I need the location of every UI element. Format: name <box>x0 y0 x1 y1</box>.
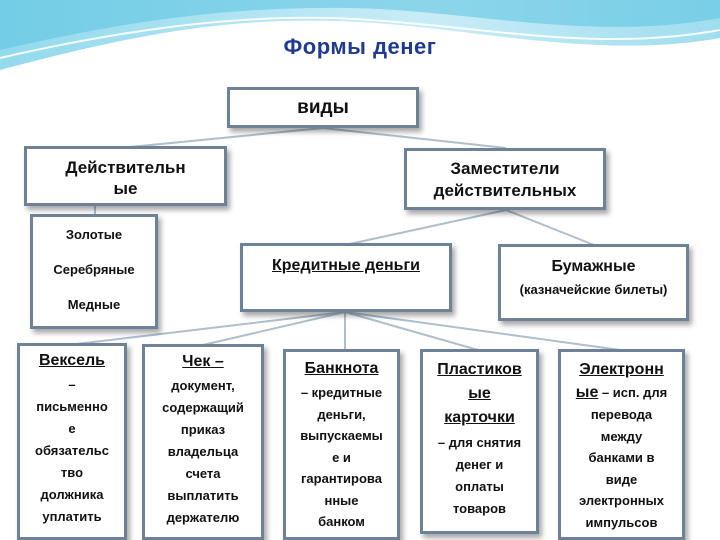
card-bill-of-exchange-line: письменно <box>36 399 108 414</box>
card-plastic-cards-head-line3: карточки <box>444 409 515 426</box>
card-electronic-money: Электронн ые – исп. для перевода между б… <box>558 349 685 540</box>
types-root-box: виды <box>227 87 419 128</box>
card-bill-of-exchange-line: – <box>68 377 76 392</box>
card-electronic-money-line: между <box>600 428 643 444</box>
card-bill-of-exchange-line: обязательс <box>35 443 109 458</box>
card-electronic-money-line: импульсов <box>585 514 658 530</box>
card-electronic-money-line: электронных <box>579 493 664 508</box>
card-cheque-head: Чек – <box>182 353 224 370</box>
card-cheque-line: владельца <box>167 444 239 459</box>
card-plastic-cards: Пластиков ые карточки – для снятия денег… <box>420 349 539 534</box>
card-plastic-cards-line: оплаты <box>455 479 504 494</box>
real-money-label-line1: Действительн <box>65 158 186 177</box>
card-cheque-line: приказ <box>180 422 226 437</box>
card-banknote-line: е и <box>332 449 351 465</box>
metal-item-gold: Золотые <box>65 227 123 242</box>
metal-item-copper: Медные <box>67 297 121 312</box>
header-wave-decoration <box>0 0 720 70</box>
paper-money-box: Бумажные (казначейские билеты) <box>498 244 689 321</box>
card-plastic-cards-head: Пластиков <box>437 361 522 378</box>
card-electronic-money-head-line2: ые <box>575 384 599 401</box>
card-bill-of-exchange-head: Вексель <box>38 352 106 369</box>
card-bill-of-exchange-line: тво <box>60 465 84 480</box>
card-electronic-money-head: Электронн <box>579 361 664 378</box>
card-cheque-line: счета <box>185 466 221 481</box>
card-electronic-money-line: банками в <box>588 450 655 465</box>
card-cheque-line: выплатить <box>167 488 239 503</box>
credit-money-box: Кредитные деньги <box>240 243 452 312</box>
card-bill-of-exchange-line: е <box>68 421 76 436</box>
card-plastic-cards-line: – для снятия <box>437 435 522 450</box>
card-cheque-line: держателю <box>166 510 240 525</box>
card-electronic-money-line: виде <box>605 471 638 487</box>
card-banknote-line: деньги, <box>317 406 366 422</box>
card-banknote-line: банком <box>318 514 365 529</box>
card-banknote-line: выпускаемы <box>300 428 383 443</box>
metals-list-box: Золотые Серебряные Медные <box>30 214 158 329</box>
real-money-label-line2: ые <box>113 179 138 198</box>
card-banknote-line: гарантирова <box>301 471 382 486</box>
card-electronic-money-line: перевода <box>590 407 653 422</box>
card-cheque-line: содержащий <box>162 400 244 415</box>
card-bill-of-exchange-line: должника <box>40 487 104 502</box>
types-root-label: виды <box>297 97 349 118</box>
paper-money-label: Бумажные <box>551 258 636 275</box>
card-banknote: Банкнота – кредитные деньги, выпускаемы … <box>283 349 400 540</box>
metal-item-silver: Серебряные <box>53 262 135 277</box>
paper-money-note: (казначейские билеты) <box>519 282 668 297</box>
credit-money-label: Кредитные деньги <box>272 257 420 274</box>
real-money-box: Действительн ые <box>24 146 227 206</box>
card-plastic-cards-line: товаров <box>452 501 507 516</box>
card-bill-of-exchange: Вексель – письменно е обязательс тво дол… <box>17 343 127 540</box>
substitutes-label-line1: Заместители <box>450 159 560 178</box>
card-banknote-line: – кредитные <box>300 385 383 400</box>
card-plastic-cards-head-line2: ые <box>468 385 491 402</box>
card-bill-of-exchange-line: уплатить <box>42 509 102 524</box>
substitutes-box: Заместители действительных <box>404 148 606 210</box>
page-title: Формы денег <box>283 34 437 59</box>
card-cheque-line: документ, <box>171 378 235 393</box>
card-electronic-money-head-rest: – исп. для <box>598 385 668 400</box>
card-banknote-line: нные <box>324 492 359 508</box>
card-cheque: Чек – документ, содержащий приказ владел… <box>142 344 264 540</box>
card-plastic-cards-line: денег и <box>455 457 504 472</box>
card-banknote-head: Банкнота <box>304 360 379 377</box>
substitutes-label-line2: действительных <box>433 181 577 200</box>
